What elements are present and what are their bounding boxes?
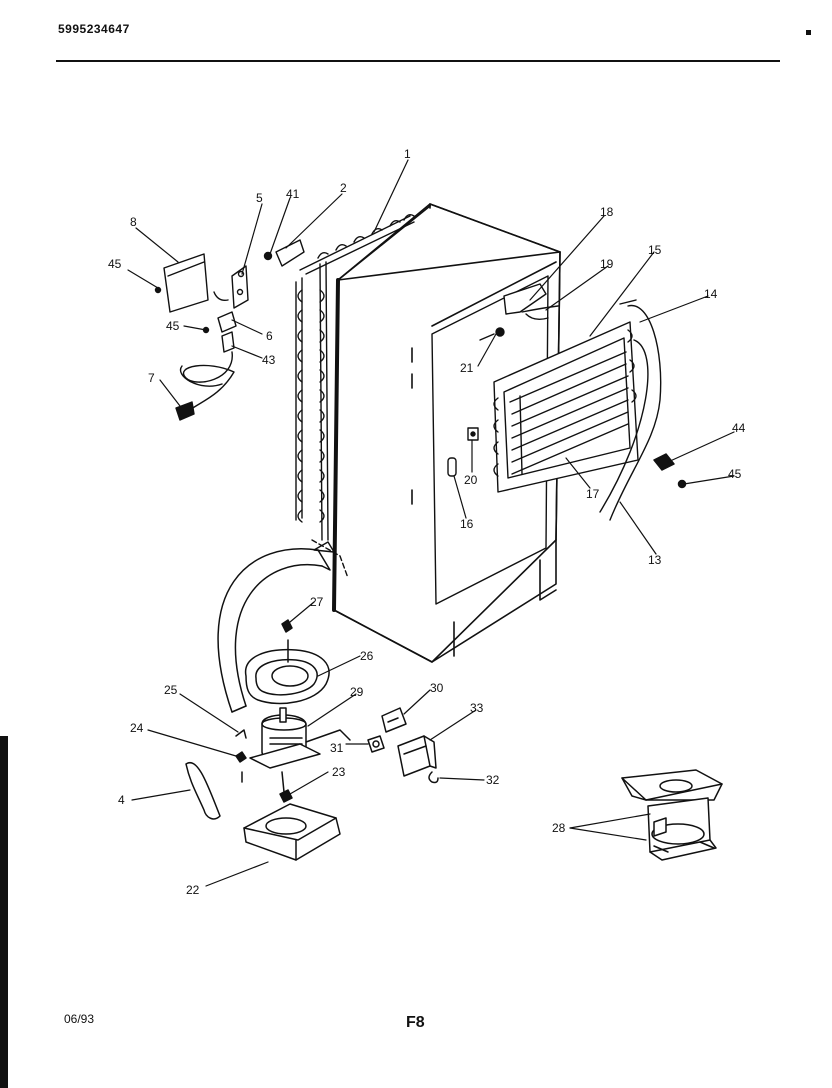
revision-date: 06/93 — [64, 1012, 95, 1026]
callout-8: 8 — [130, 215, 137, 229]
callout-14: 14 — [704, 287, 718, 301]
alternate-compressor — [621, 769, 723, 861]
side-fasteners — [653, 453, 687, 489]
part-number: 5995234647 — [58, 22, 130, 36]
callout-6: 6 — [266, 329, 273, 343]
callout-45-c: 45 — [728, 467, 742, 481]
compressor-assembly — [185, 619, 351, 861]
callout-32: 32 — [486, 773, 500, 787]
callout-4: 4 — [118, 793, 125, 807]
callout-16: 16 — [460, 517, 474, 531]
cabinet — [332, 203, 561, 663]
header-rule — [56, 60, 780, 62]
callout-43: 43 — [262, 353, 276, 367]
evaporator — [493, 299, 662, 521]
callout-27: 27 — [310, 595, 324, 609]
callout-31: 31 — [330, 741, 344, 755]
callout-45-a: 45 — [108, 257, 122, 271]
electrical-parts — [154, 239, 305, 421]
scan-edge-bar — [0, 736, 8, 1088]
condenser-coil — [295, 213, 415, 579]
callout-30: 30 — [430, 681, 444, 695]
callout-labels: 1 2 41 5 8 45 45 6 43 7 18 19 15 14 21 2… — [108, 147, 746, 897]
callout-17: 17 — [586, 487, 600, 501]
callout-21: 21 — [460, 361, 474, 375]
leader-lines — [127, 159, 735, 887]
callout-44: 44 — [732, 421, 746, 435]
corner-mark — [806, 30, 811, 35]
callout-5: 5 — [256, 191, 263, 205]
callout-29: 29 — [350, 685, 364, 699]
callout-22: 22 — [186, 883, 200, 897]
relay-parts — [367, 707, 439, 784]
callout-33: 33 — [470, 701, 484, 715]
callout-28: 28 — [552, 821, 566, 835]
callout-24: 24 — [130, 721, 144, 735]
callout-19: 19 — [600, 257, 614, 271]
callout-26: 26 — [360, 649, 374, 663]
callout-23: 23 — [332, 765, 346, 779]
page-code: F8 — [406, 1014, 425, 1031]
callout-1: 1 — [404, 147, 411, 161]
callout-2: 2 — [340, 181, 347, 195]
callout-13: 13 — [648, 553, 662, 567]
callout-25: 25 — [164, 683, 178, 697]
callout-20: 20 — [464, 473, 478, 487]
callout-41: 41 — [286, 187, 300, 201]
interior-parts — [447, 283, 559, 477]
callout-45-b: 45 — [166, 319, 180, 333]
callout-7: 7 — [148, 371, 155, 385]
drain-hose — [217, 548, 331, 713]
callout-15: 15 — [648, 243, 662, 257]
callout-18: 18 — [600, 205, 614, 219]
